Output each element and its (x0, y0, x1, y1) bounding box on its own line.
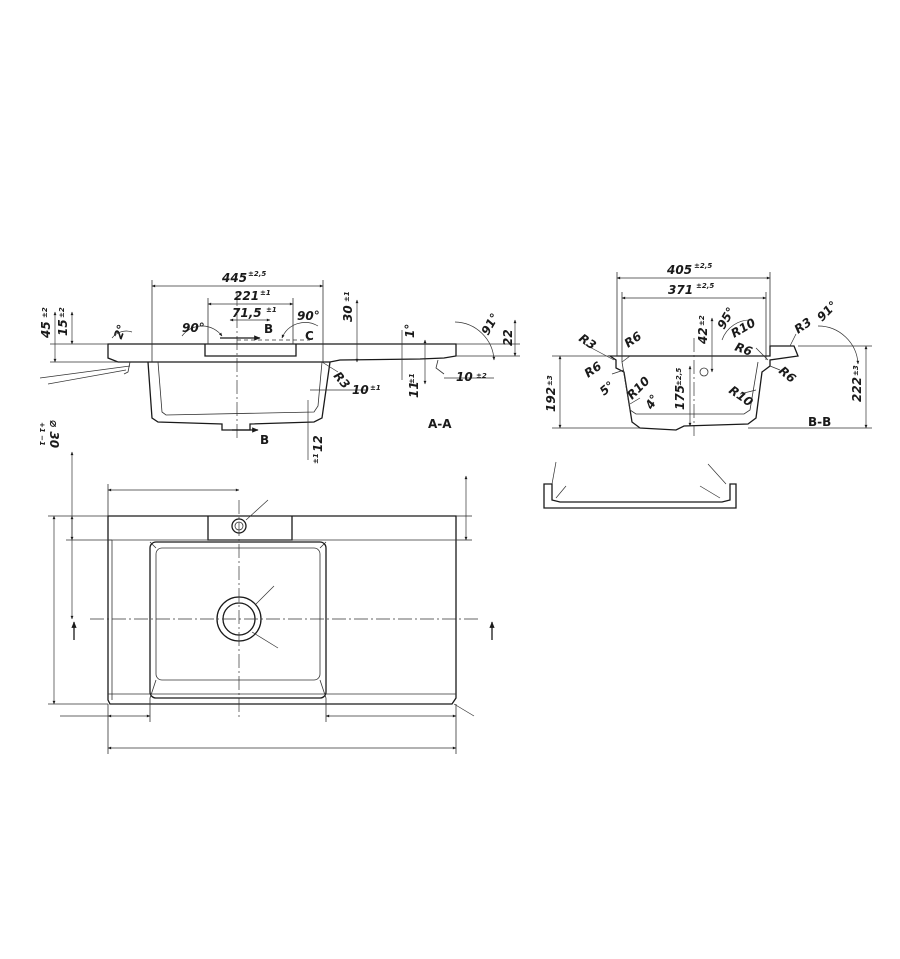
radius-r10-right: R10 (726, 383, 755, 409)
dim-175: 175 (673, 385, 687, 410)
dim-192-tol: ±3 (546, 375, 554, 386)
section-a-a-view (39, 280, 520, 460)
angle-2: 2° (111, 323, 129, 341)
radius-r6-b: R6 (582, 359, 604, 381)
section-bb-label: B-B (808, 415, 831, 429)
dim-10-b: 10 (456, 370, 473, 384)
section-aa-basin (147, 361, 331, 431)
dim-445: 445 (221, 271, 247, 285)
radius-r3-aa: R3 (331, 369, 353, 391)
dim-12-tol: ±1 (312, 453, 320, 464)
dim-15: 15 (56, 319, 70, 336)
section-aa-labels: 445 ±2,5 221 ±1 71,5 ±1 45 ±2 15 ±2 2° 9… (38, 270, 515, 464)
radius-r6-d: R6 (776, 364, 798, 386)
cut-label-b-top: B (264, 322, 273, 336)
dim-45-tol: ±2 (41, 307, 49, 318)
radius-r6-c: R6 (733, 340, 754, 359)
dim-71-5: 71,5 (232, 306, 262, 320)
radius-r3-bb-left: R3 (576, 331, 598, 353)
dim-11: 11 (407, 381, 421, 398)
angle-91: 91° (478, 311, 501, 338)
dim-221-tol: ±1 (260, 289, 271, 297)
plan-outer-outline (107, 515, 457, 705)
angle-90-left: 90° (182, 321, 205, 335)
dim-22: 22 (501, 329, 515, 346)
dim-10-a-tol: ±1 (370, 384, 381, 392)
cut-label-b-bottom: B (260, 433, 269, 447)
dim-10-b-tol: ±2 (476, 372, 487, 380)
angle-5: 5° (597, 378, 617, 398)
plan-basin-inner (155, 547, 321, 681)
dim-405-tol: ±2,5 (694, 262, 712, 270)
dim-12: 12 (311, 435, 325, 452)
dim-30: 30 (341, 305, 355, 322)
plan-basin-outer (149, 541, 327, 699)
section-b-b-view (552, 272, 872, 436)
dim-11-tol: ±1 (408, 373, 416, 384)
angle-1: 1° (403, 324, 417, 338)
angle-91-bb: 91° (814, 298, 840, 324)
plan-view (48, 451, 495, 754)
dim-371: 371 (668, 283, 693, 297)
radius-r6-a: R6 (622, 329, 644, 351)
dim-371-tol: ±2,5 (696, 282, 714, 290)
dim-175-tol: ±2,5 (675, 368, 683, 386)
section-aa-tap-recess (204, 344, 297, 357)
dim-445-tol: ±2,5 (248, 270, 266, 278)
dia-30: ⌀ 30 (47, 420, 61, 448)
dim-405: 405 (666, 263, 692, 277)
dim-45: 45 (39, 321, 53, 339)
dim-221: 221 (234, 289, 259, 303)
dim-15-tol: ±2 (58, 307, 66, 318)
angle-4: 4° (642, 392, 662, 412)
detail-c-view (543, 461, 737, 509)
dim-222: 222 (850, 377, 864, 402)
plan-tap-deck (207, 516, 293, 541)
dim-192: 192 (544, 387, 558, 412)
cut-label-c: C (305, 329, 314, 343)
dim-30-tol: ±1 (343, 291, 351, 302)
section-bb-labels: 405 ±2,5 371 ±2,5 192 ±3 222 ±3 42 ±2 17… (544, 262, 864, 429)
dim-222-tol: ±3 (852, 365, 860, 376)
dim-42-tol: ±2 (698, 315, 706, 326)
section-aa-deck-outline (107, 343, 457, 363)
section-aa-label: A-A (428, 417, 452, 431)
radius-r3-bb-right: R3 (792, 315, 814, 337)
angle-90-right: 90° (297, 309, 320, 323)
dim-71-5-tol: ±1 (266, 306, 277, 314)
dim-10-a: 10 (352, 383, 369, 397)
dia-30-tol: +1 −1 (38, 422, 46, 446)
dim-42: 42 (696, 327, 710, 345)
